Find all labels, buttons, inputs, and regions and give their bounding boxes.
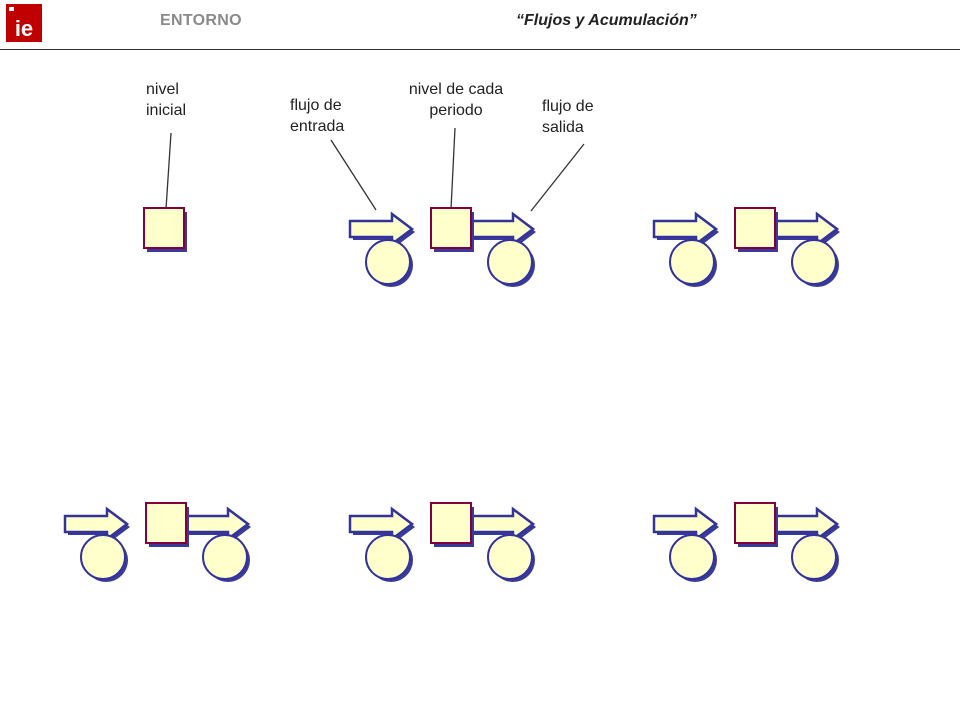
flow-unit-2: [652, 207, 840, 287]
flow-unit-4: [348, 502, 536, 582]
inflow-arrow: [652, 506, 719, 542]
callout-outflow: [530, 143, 585, 212]
level-box: [734, 502, 778, 547]
level-box: [145, 502, 189, 547]
callout-lines: [165, 127, 585, 212]
flow-unit-1: [348, 207, 536, 287]
inflow-valve-circle: [365, 239, 413, 287]
flow-unit-3: [63, 502, 251, 582]
inflow-arrow: [63, 506, 130, 542]
callout-period-level: [450, 127, 456, 210]
outflow-valve-circle: [791, 239, 839, 287]
initial-level-box: [143, 207, 187, 252]
outflow-valve-circle: [202, 534, 250, 582]
ie-logo: ie: [6, 4, 42, 42]
outflow-valve-circle: [487, 534, 535, 582]
inflow-arrow: [348, 506, 415, 542]
label-inflow: flujo de entrada: [290, 97, 345, 135]
callout-initial-level: [165, 132, 172, 210]
label-outflow: flujo de salida: [542, 98, 594, 136]
level-box: [430, 207, 474, 252]
svg-text:ie: ie: [15, 16, 33, 41]
header-divider: [0, 49, 960, 50]
inflow-valve-circle: [669, 534, 717, 582]
outflow-arrow: [469, 506, 536, 542]
outflow-valve-circle: [791, 534, 839, 582]
outflow-arrow: [773, 211, 840, 247]
flow-unit-5: [652, 502, 840, 582]
inflow-arrow: [348, 211, 415, 247]
outflow-arrow: [773, 506, 840, 542]
header-section: ENTORNO: [160, 12, 242, 29]
inflow-arrow: [652, 211, 719, 247]
outflow-arrow: [184, 506, 251, 542]
level-box: [430, 502, 474, 547]
label-period-level: nivel de cada periodo: [408, 81, 504, 119]
inflow-valve-circle: [80, 534, 128, 582]
outflow-valve-circle: [487, 239, 535, 287]
callout-inflow: [330, 139, 377, 211]
outflow-arrow: [469, 211, 536, 247]
header-title: “Flujos y Acumulación”: [516, 12, 697, 29]
inflow-valve-circle: [669, 239, 717, 287]
level-box: [734, 207, 778, 252]
label-initial-level: nivel inicial: [146, 81, 187, 119]
inflow-valve-circle: [365, 534, 413, 582]
